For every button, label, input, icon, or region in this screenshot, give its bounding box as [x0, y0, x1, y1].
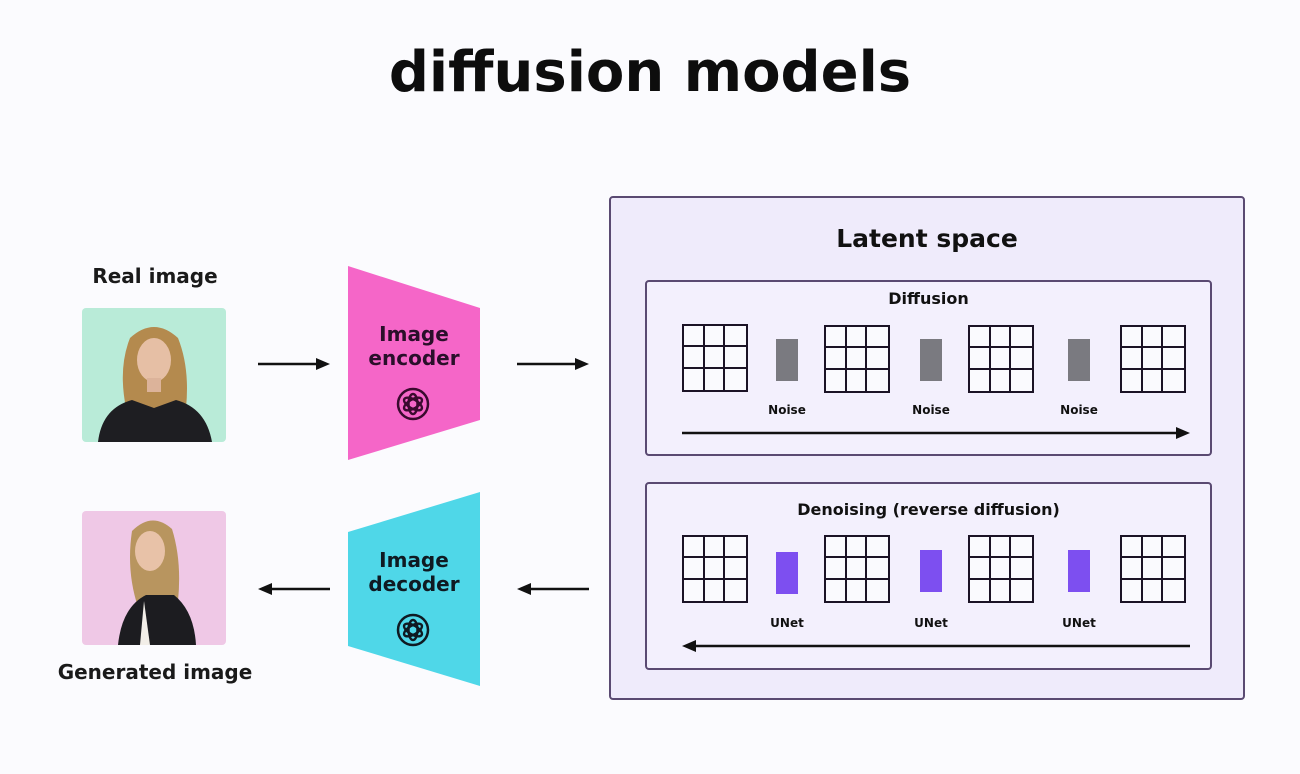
- denoising-title: Denoising (reverse diffusion): [797, 500, 1060, 519]
- unet-block: [1068, 550, 1090, 592]
- face: [137, 338, 171, 382]
- denoising-direction-arrow: [682, 638, 1190, 654]
- latent-grid: [824, 535, 890, 603]
- latent-space-title: Latent space: [836, 224, 1018, 253]
- generated-image: [82, 511, 226, 645]
- encoder-label: Image encoder: [368, 322, 460, 370]
- latent-grid: [968, 535, 1034, 603]
- latent-grid: [968, 325, 1034, 393]
- noise-block: [1068, 339, 1090, 381]
- unet-label: UNet: [1062, 616, 1096, 630]
- latent-grid: [824, 325, 890, 393]
- noise-block: [920, 339, 942, 381]
- unet-label: UNet: [770, 616, 804, 630]
- noise-label: Noise: [1060, 403, 1098, 417]
- image-decoder: [348, 492, 480, 686]
- encoder-shape: [348, 266, 480, 460]
- noise-label: Noise: [768, 403, 806, 417]
- unet-block: [920, 550, 942, 592]
- generated-image-label: Generated image: [57, 660, 253, 684]
- image-encoder: [348, 266, 480, 460]
- diagram-title: diffusion models: [388, 40, 912, 105]
- jacket: [118, 595, 196, 645]
- arrow-real-to-encoder: [258, 356, 330, 372]
- noise-block: [776, 339, 798, 381]
- unet-block: [776, 552, 798, 594]
- jacket: [98, 400, 212, 442]
- real-image: [82, 308, 226, 442]
- unet-label: UNet: [914, 616, 948, 630]
- real-image-label: Real image: [92, 264, 218, 288]
- diffusion-title: Diffusion: [888, 289, 969, 308]
- face: [135, 531, 165, 571]
- decoder-shape: [348, 492, 480, 686]
- latent-grid: [1120, 325, 1186, 393]
- diffusion-direction-arrow: [682, 425, 1190, 441]
- latent-grid: [1120, 535, 1186, 603]
- flower-logo-icon: [396, 613, 430, 651]
- noise-label: Noise: [912, 403, 950, 417]
- arrow-latent-to-decoder: [517, 581, 589, 597]
- decoder-label: Image decoder: [368, 548, 460, 596]
- arrow-decoder-to-generated: [258, 581, 330, 597]
- arrow-encoder-to-latent: [517, 356, 589, 372]
- latent-grid: [682, 535, 748, 603]
- latent-grid: [682, 324, 748, 392]
- flower-logo-icon: [396, 387, 430, 425]
